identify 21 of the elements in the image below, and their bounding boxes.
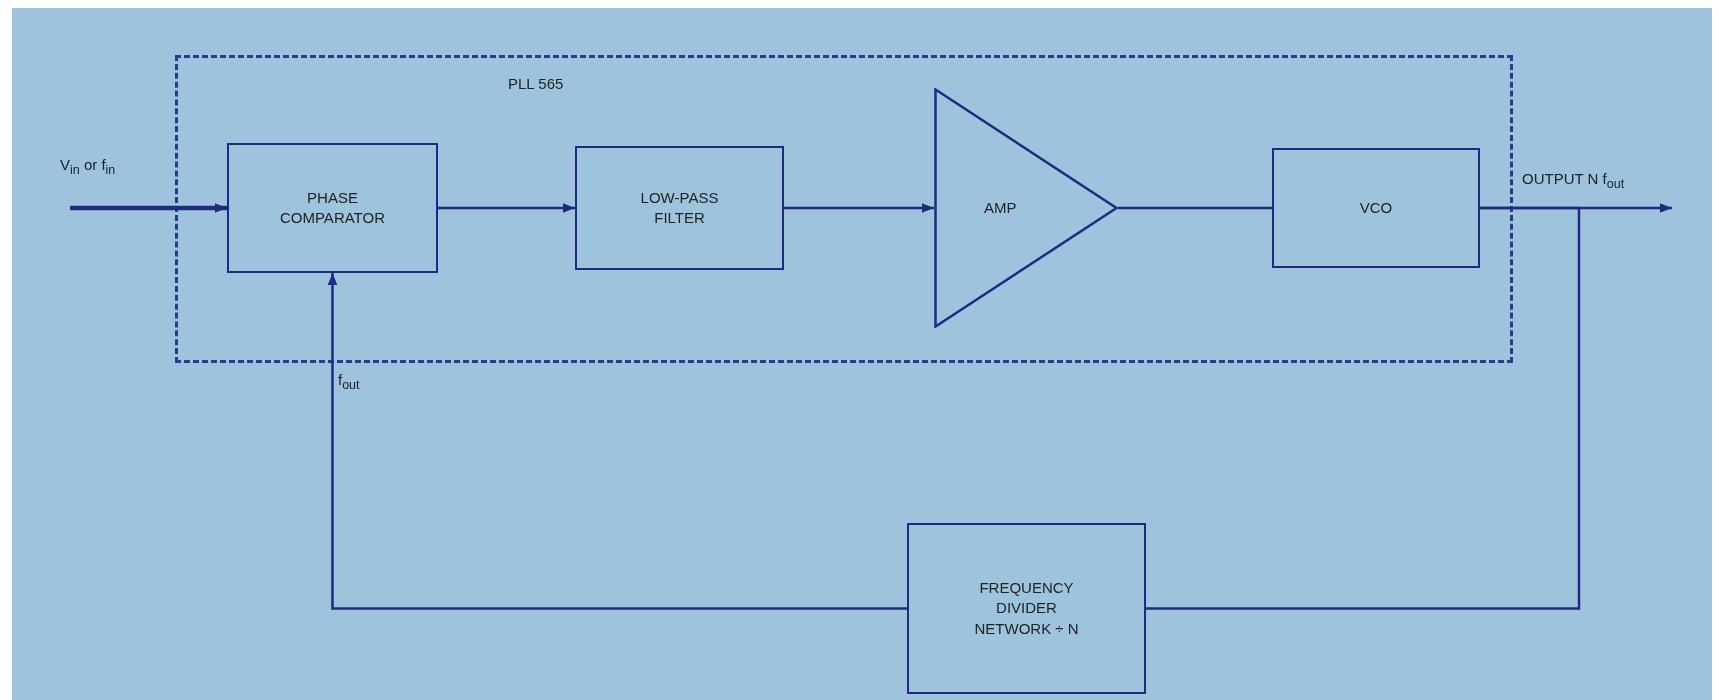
dashed-boundary xyxy=(175,55,1513,363)
block-label: VCO xyxy=(1359,197,1393,218)
amplifier-triangle xyxy=(934,88,1118,328)
edge-label: V$_{in}$ or f$_{in}$ xyxy=(60,156,116,177)
block-label: AMP xyxy=(984,197,1017,218)
edge-label: f$_{out}$ xyxy=(338,371,360,392)
arrow xyxy=(438,203,575,213)
arrow xyxy=(70,203,227,213)
connector-line xyxy=(1146,206,1581,610)
block-label: LOW-PASS FILTER xyxy=(639,187,720,228)
edge-label: OUTPUT N f$_{out}$ xyxy=(1522,170,1625,191)
block-box xyxy=(907,523,1146,694)
arrow xyxy=(327,273,907,610)
block-label: FREQUENCY DIVIDER NETWORK ÷ N xyxy=(973,578,1080,639)
block-box xyxy=(1272,148,1480,268)
arrow xyxy=(784,203,934,213)
group-title: PLL 565 xyxy=(508,74,564,94)
block-box xyxy=(575,146,784,270)
block-box xyxy=(227,143,438,273)
block-label: PHASE COMPARATOR xyxy=(279,187,386,228)
connector-line xyxy=(1118,206,1272,210)
